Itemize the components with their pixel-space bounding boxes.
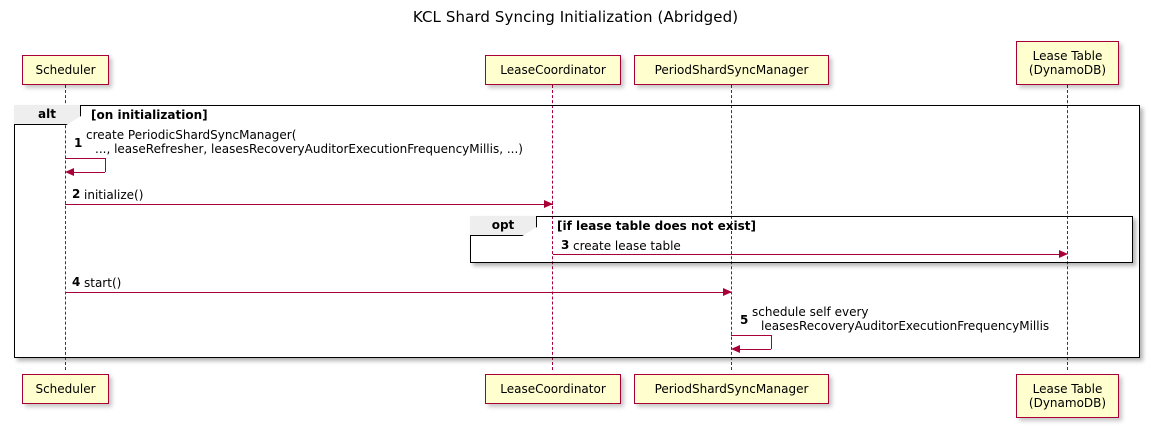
participant-label: Scheduler xyxy=(35,382,96,396)
message-4-text: start() xyxy=(84,276,122,290)
message-5-arrowhead xyxy=(731,344,740,353)
message-5-text-line2: leasesRecoveryAuditorExecutionFrequencyM… xyxy=(761,319,1050,333)
message-1-loop-bottom xyxy=(74,172,105,173)
message-3-number: 3 xyxy=(561,238,570,252)
fragment-opt xyxy=(470,216,1133,263)
message-4-arrowhead xyxy=(723,287,732,296)
fragment-opt-operator-tab: opt xyxy=(470,216,537,236)
message-3-arrowhead xyxy=(1059,249,1068,258)
participant-leasecoordinator-top[interactable]: LeaseCoordinator xyxy=(485,55,621,85)
participant-leasetable-bottom[interactable]: Lease Table (DynamoDB) xyxy=(1016,374,1119,418)
message-5-number: 5 xyxy=(740,313,749,327)
message-5-loop-bottom xyxy=(740,349,771,350)
lifeline-periodshardsyncmanager xyxy=(731,85,732,370)
participant-periodshardsyncmanager-bottom[interactable]: PeriodShardSyncManager xyxy=(634,374,829,404)
participant-label: LeaseCoordinator xyxy=(500,382,606,396)
message-3-line xyxy=(553,254,1059,255)
message-2-line xyxy=(65,204,553,205)
diagram-title: KCL Shard Syncing Initialization (Abridg… xyxy=(412,8,739,26)
participant-leasecoordinator-bottom[interactable]: LeaseCoordinator xyxy=(485,374,621,404)
participant-label: LeaseCoordinator xyxy=(500,63,606,77)
fragment-alt xyxy=(14,105,1140,358)
participant-label: Lease Table xyxy=(1032,382,1103,396)
message-2-arrowhead xyxy=(544,199,553,208)
message-5-loop-top xyxy=(731,335,771,336)
lifeline-scheduler xyxy=(65,85,66,370)
participant-leasetable-top[interactable]: Lease Table (DynamoDB) xyxy=(1016,41,1119,85)
message-1-loop-top xyxy=(65,158,105,159)
participant-periodshardsyncmanager-top[interactable]: PeriodShardSyncManager xyxy=(634,55,829,85)
message-1-text-line2: ..., leaseRefresher, leasesRecoveryAudit… xyxy=(95,142,523,156)
message-1-loop-right xyxy=(105,158,106,172)
message-3-text: create lease table xyxy=(573,239,681,253)
participant-label: Scheduler xyxy=(35,63,96,77)
participant-sublabel: (DynamoDB) xyxy=(1028,63,1107,77)
lifeline-leasetable xyxy=(1067,85,1068,370)
message-4-number: 4 xyxy=(72,275,81,289)
participant-scheduler-top[interactable]: Scheduler xyxy=(22,55,109,85)
message-1-arrowhead xyxy=(65,167,74,176)
message-2-number: 2 xyxy=(72,187,81,201)
message-1-number: 1 xyxy=(74,136,83,150)
fragment-alt-guard: [on initialization] xyxy=(91,108,208,122)
participant-label: PeriodShardSyncManager xyxy=(654,63,809,77)
message-5-loop-right xyxy=(771,335,772,349)
fragment-opt-operator-label: opt xyxy=(491,218,515,232)
message-5-text-line1: schedule self every xyxy=(752,305,869,319)
lifeline-leasecoordinator xyxy=(552,85,553,370)
participant-label: Lease Table xyxy=(1032,49,1103,63)
participant-scheduler-bottom[interactable]: Scheduler xyxy=(22,374,109,404)
message-2-text: initialize() xyxy=(84,188,144,202)
participant-sublabel: (DynamoDB) xyxy=(1028,396,1107,410)
fragment-alt-operator-tab: alt xyxy=(14,105,81,125)
fragment-alt-operator-label: alt xyxy=(38,107,56,121)
message-4-line xyxy=(65,292,732,293)
participant-label: PeriodShardSyncManager xyxy=(654,382,809,396)
message-1-text-line1: create PeriodicShardSyncManager( xyxy=(86,128,297,142)
fragment-opt-guard: [if lease table does not exist] xyxy=(557,219,757,233)
